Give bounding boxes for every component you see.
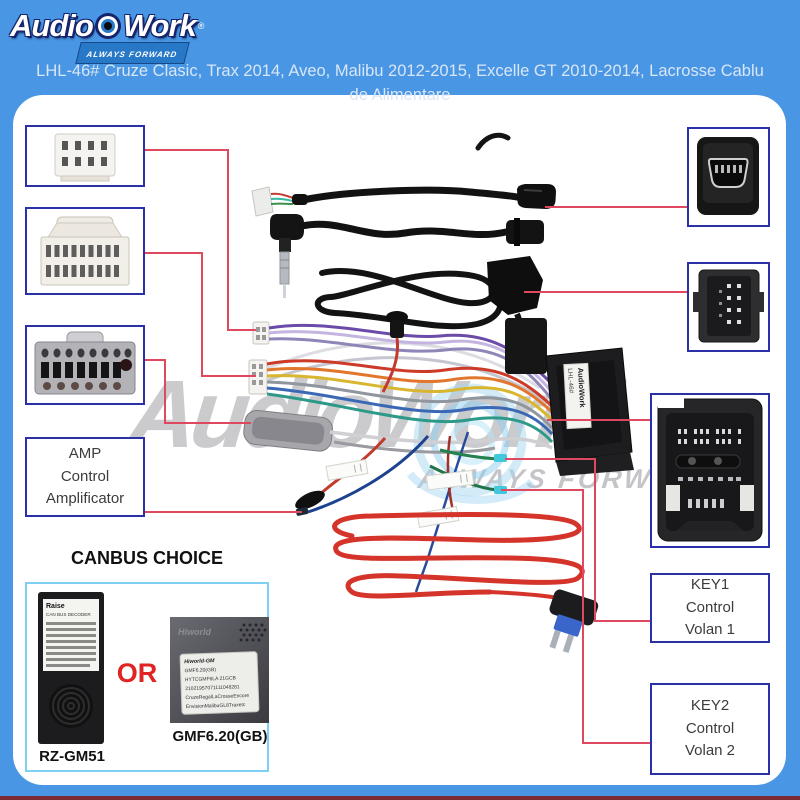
svg-text:21021957071111048281: 21021957071111048281 [185, 684, 240, 692]
gray-connector-icon [34, 331, 136, 395]
svg-text:AudioWork: AudioWork [576, 368, 587, 409]
svg-text:EnvisionMalibuGL8Traxetc: EnvisionMalibuGL8Traxetc [186, 702, 246, 710]
callout-box-amp: AMP Control Amplificator [25, 437, 145, 517]
main-harness: AudioWork LHL-46# [243, 311, 634, 654]
mini-usb-icon [697, 137, 759, 215]
page-title: LHL-46# Cruze Clasic, Trax 2014, Aveo, M… [0, 60, 800, 108]
callout-line-connector2 [145, 252, 256, 377]
key1-label-line2: Control [685, 598, 735, 616]
looped-cable [314, 256, 543, 353]
svg-text:Hiworld-GM: Hiworld-GM [184, 658, 215, 665]
registered-mark: ® [197, 21, 205, 31]
logo-tagline-text: ALWAYS FORWARD [85, 50, 179, 59]
callout-line-connector3 [145, 359, 251, 424]
antenna-elbow-plug-icon [270, 214, 304, 240]
callout-line-key1 [505, 458, 650, 622]
svg-text:HYTCGMF6LA 21GCB: HYTCGMF6LA 21GCB [185, 675, 237, 683]
svg-text:CruzeRegalLaCrosseEncore: CruzeRegalLaCrosseEncore [185, 693, 249, 701]
page-title-line1: LHL-46# Cruze Clasic, Trax 2014, Aveo, M… [36, 62, 764, 80]
red-power-coil [332, 511, 585, 599]
white-plug-icon [251, 186, 274, 217]
key2-label-line2: Control [685, 719, 735, 737]
gmf620-module-icon: Hiworld Hiworld-GM GMF6.20(GB) HYTCGMF6L… [170, 617, 269, 723]
harness-product-label: AudioWork LHL-46# [563, 362, 592, 430]
speaker-logo-icon [94, 13, 121, 39]
key1-label-line1: KEY1 [690, 576, 730, 594]
harness-gray-connector [243, 409, 333, 452]
key1-wire-terminal [494, 454, 507, 462]
logo-text-work: Work [122, 8, 197, 43]
key2-wire-terminal [494, 486, 507, 494]
antenna-socket-icon [506, 220, 544, 244]
rz-label-type: CAN BUS DECODER [46, 612, 91, 617]
callout-box-mini-usb [687, 127, 770, 227]
callout-lines [145, 149, 687, 744]
callout-box-key1: KEY1 Control Volan 1 [650, 573, 770, 643]
brand-logo: Audio Work ® ALWAYS FORWARD [10, 8, 204, 64]
svg-text:GMF6.20(GB): GMF6.20(GB) [184, 667, 216, 674]
key2-label-line3: Volan 2 [684, 742, 736, 760]
quadlock-icon [657, 397, 763, 542]
callout-box-gray-connector [25, 325, 145, 405]
key2-label-line1: KEY2 [690, 697, 730, 715]
20pin-connector-icon [40, 216, 130, 286]
rz-label-brand: Raise [46, 603, 65, 610]
mini-usb-plug-icon [517, 184, 556, 209]
canbus-option1-name: RZ-GM51 [39, 748, 105, 765]
amp-label-line1: AMP [68, 445, 102, 463]
svg-text:LHL-46#: LHL-46# [566, 368, 574, 394]
callout-box-key2: KEY2 Control Volan 2 [650, 683, 770, 775]
canbus-section-title: CANBUS CHOICE [70, 548, 223, 568]
fuse-tap-icon [549, 589, 599, 654]
callout-box-8pin-connector [25, 125, 145, 187]
callout-box-quadlock [650, 393, 770, 548]
8pin-connector-icon [54, 133, 116, 182]
key1-label-line3: Volan 1 [684, 621, 736, 639]
small-black-plug-icon [390, 320, 404, 338]
gm-module-label: Hiworld-GM GMF6.20(GB) HYTCGMF6LA 21GCB … [179, 651, 260, 715]
callout-line-connector1 [145, 149, 256, 331]
callout-box-20pin-connector [25, 207, 145, 295]
canbus-module-rz-gm51: Raise CAN BUS DECODER [38, 592, 104, 749]
page-title-line2: de Alimentare [349, 85, 451, 104]
bottom-border-strip [0, 796, 800, 800]
logo-text-audio: Audio [10, 8, 94, 43]
black-connector-icon [693, 269, 764, 343]
harness-4pin-connector [252, 321, 270, 345]
amp-label-line3: Amplificator [45, 490, 125, 508]
gm-embossed-brand: Hiworld [178, 627, 212, 637]
obd-plug-icon [487, 256, 543, 315]
canbus-or-label: OR [116, 658, 158, 688]
canbus-option2-name: GMF6.20(GB) [172, 728, 268, 745]
antenna-cable [270, 214, 544, 298]
amp-wire-terminal [295, 507, 309, 516]
amp-label-line2: Control [60, 467, 110, 485]
callout-box-black-connector [687, 262, 770, 352]
usb-cable [251, 132, 556, 217]
canbus-module-gmf620: Hiworld Hiworld-GM GMF6.20(GB) HYTCGMF6L… [170, 617, 269, 728]
callout-line-key2 [501, 489, 657, 744]
rz-gm51-module-icon: Raise CAN BUS DECODER [38, 592, 104, 744]
